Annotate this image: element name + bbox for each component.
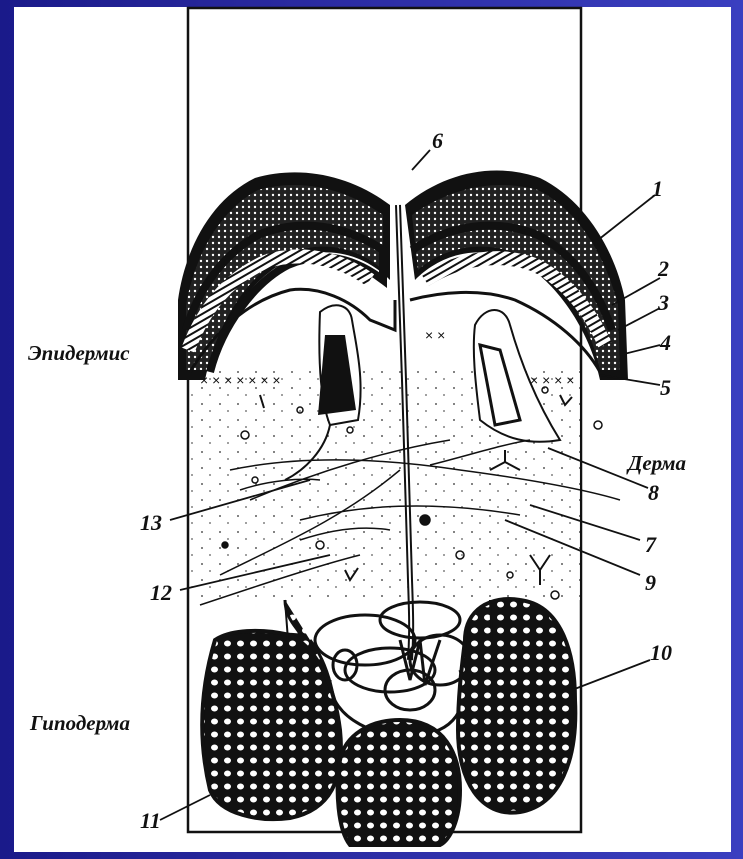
label-epidermis: Эпидермис (28, 341, 130, 365)
svg-text:× × × ×: × × × × (530, 372, 574, 388)
epidermis-left: × × × × × × × (178, 172, 395, 388)
label-2: 2 (657, 256, 669, 281)
svg-text:× × × × × × ×: × × × × × × × (200, 372, 281, 388)
label-6: 6 (432, 128, 443, 153)
label-13: 13 (140, 510, 162, 535)
label-11: 11 (140, 808, 161, 833)
label-9: 9 (645, 570, 656, 595)
label-3: 3 (657, 290, 669, 315)
label-1: 1 (652, 176, 663, 201)
label-derma: Дерма (626, 451, 686, 475)
label-4: 4 (659, 330, 671, 355)
label-5: 5 (660, 375, 671, 400)
fat-lobules (202, 599, 575, 845)
label-hypoderma: Гиподерма (29, 711, 130, 735)
label-7: 7 (645, 532, 657, 557)
label-8: 8 (648, 480, 659, 505)
svg-text:× ×: × × (425, 327, 445, 343)
label-10: 10 (650, 640, 672, 665)
label-12: 12 (150, 580, 172, 605)
